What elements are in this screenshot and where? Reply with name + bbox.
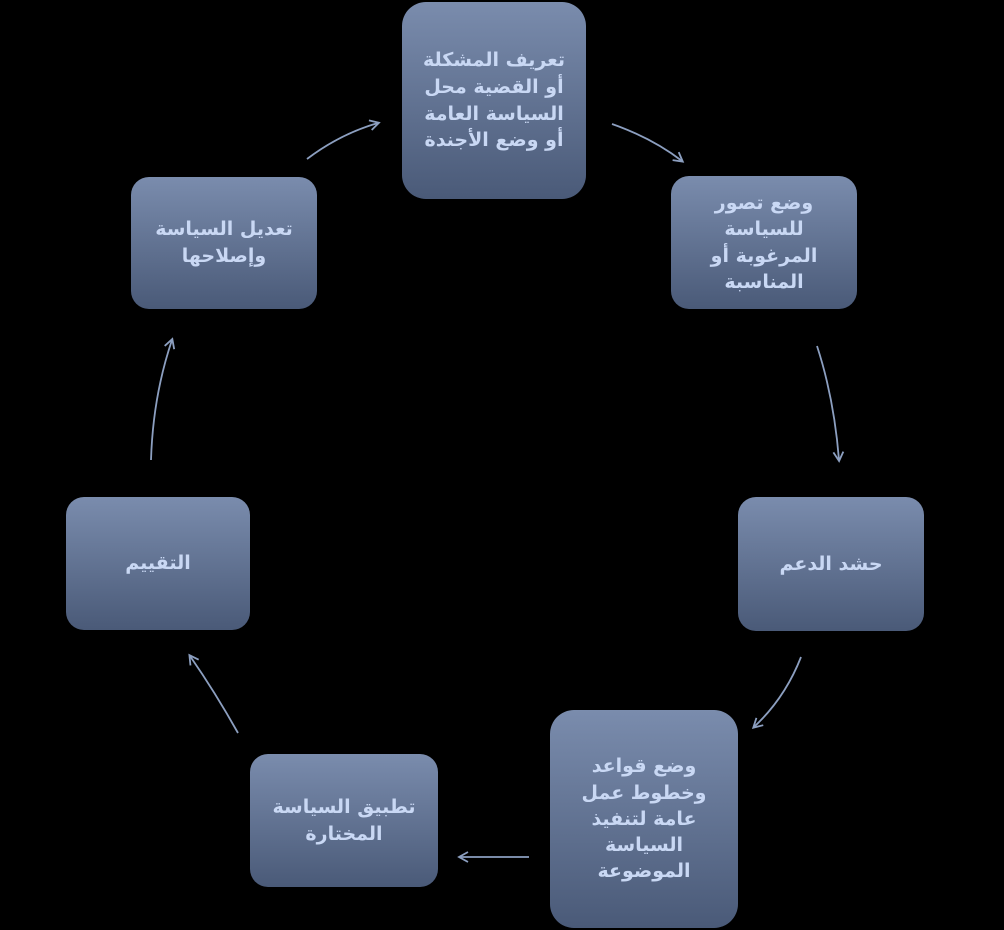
node-policy-formulation: وضع تصور للسياسة المرغوبة أو المناسبة (671, 176, 857, 309)
edge-arrow-n6-n7 (150, 337, 176, 461)
edge-arrow-n5-n6 (188, 653, 239, 734)
node-implementation-rules: وضع قواعد وخطوط عمل عامة لتنفيذ السياسة … (550, 710, 738, 928)
node-label: وضع قواعد وخطوط عمل عامة لتنفيذ السياسة … (581, 755, 707, 883)
edge-arrow-n7-n1 (306, 119, 381, 160)
node-support-mobilization: حشد الدعم (738, 497, 924, 631)
edge-arrow-n3-n4 (751, 656, 802, 729)
node-label: حشد الدعم (779, 552, 883, 575)
node-label: وضع تصور للسياسة المرغوبة أو المناسبة (710, 192, 818, 293)
node-label: تعديل السياسة وإصلاحها (155, 218, 293, 267)
node-policy-revision: تعديل السياسة وإصلاحها (131, 177, 317, 309)
node-label: تطبيق السياسة المختارة (272, 795, 416, 845)
node-evaluation: التقييم (66, 497, 250, 630)
node-label: التقييم (125, 552, 191, 575)
node-policy-implementation: تطبيق السياسة المختارة (250, 754, 438, 887)
node-label: تعريف المشكلة أو القضية محل السياسة العا… (422, 49, 566, 152)
node-problem-definition: تعريف المشكلة أو القضية محل السياسة العا… (402, 2, 586, 199)
edge-arrow-n1-n2 (611, 123, 685, 163)
edge-arrow-n2-n3 (816, 345, 845, 463)
